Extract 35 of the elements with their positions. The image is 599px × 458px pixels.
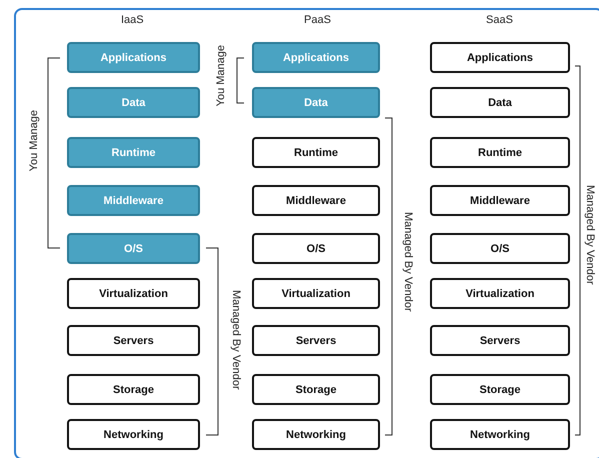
layer-box: O/S xyxy=(252,233,380,264)
layer-box: Servers xyxy=(67,325,200,356)
layer-box: O/S xyxy=(67,233,200,264)
column-heading: SaaS xyxy=(486,14,513,26)
layer-box: Servers xyxy=(430,325,570,356)
layer-box: Applications xyxy=(430,42,570,73)
bracket-label: You Manage xyxy=(28,110,40,172)
layer-box: Virtualization xyxy=(252,278,380,309)
layer-box: Applications xyxy=(252,42,380,73)
layer-box: Networking xyxy=(252,419,380,450)
layer-box: Virtualization xyxy=(430,278,570,309)
layer-box: Storage xyxy=(67,374,200,405)
layer-box: Middleware xyxy=(430,185,570,216)
layer-box: Data xyxy=(252,87,380,118)
layer-box: Virtualization xyxy=(67,278,200,309)
layer-box: Runtime xyxy=(67,137,200,168)
layer-box: Runtime xyxy=(430,137,570,168)
bracket-label: Managed By Vendor xyxy=(402,212,414,312)
bracket-label: You Manage xyxy=(215,45,227,106)
bracket-label: Managed By Vendor xyxy=(584,185,596,285)
layer-box: Data xyxy=(67,87,200,118)
layer-box: Networking xyxy=(430,419,570,450)
bracket-label: Managed By Vendor xyxy=(230,290,242,390)
layer-box: Storage xyxy=(430,374,570,405)
column-heading: IaaS xyxy=(121,14,144,26)
layer-box: Middleware xyxy=(252,185,380,216)
layer-box: O/S xyxy=(430,233,570,264)
layer-box: Data xyxy=(430,87,570,118)
layer-box: Networking xyxy=(67,419,200,450)
layer-box: Runtime xyxy=(252,137,380,168)
layer-box: Servers xyxy=(252,325,380,356)
layer-box: Applications xyxy=(67,42,200,73)
layer-box: Middleware xyxy=(67,185,200,216)
column-heading: PaaS xyxy=(304,14,331,26)
layer-box: Storage xyxy=(252,374,380,405)
